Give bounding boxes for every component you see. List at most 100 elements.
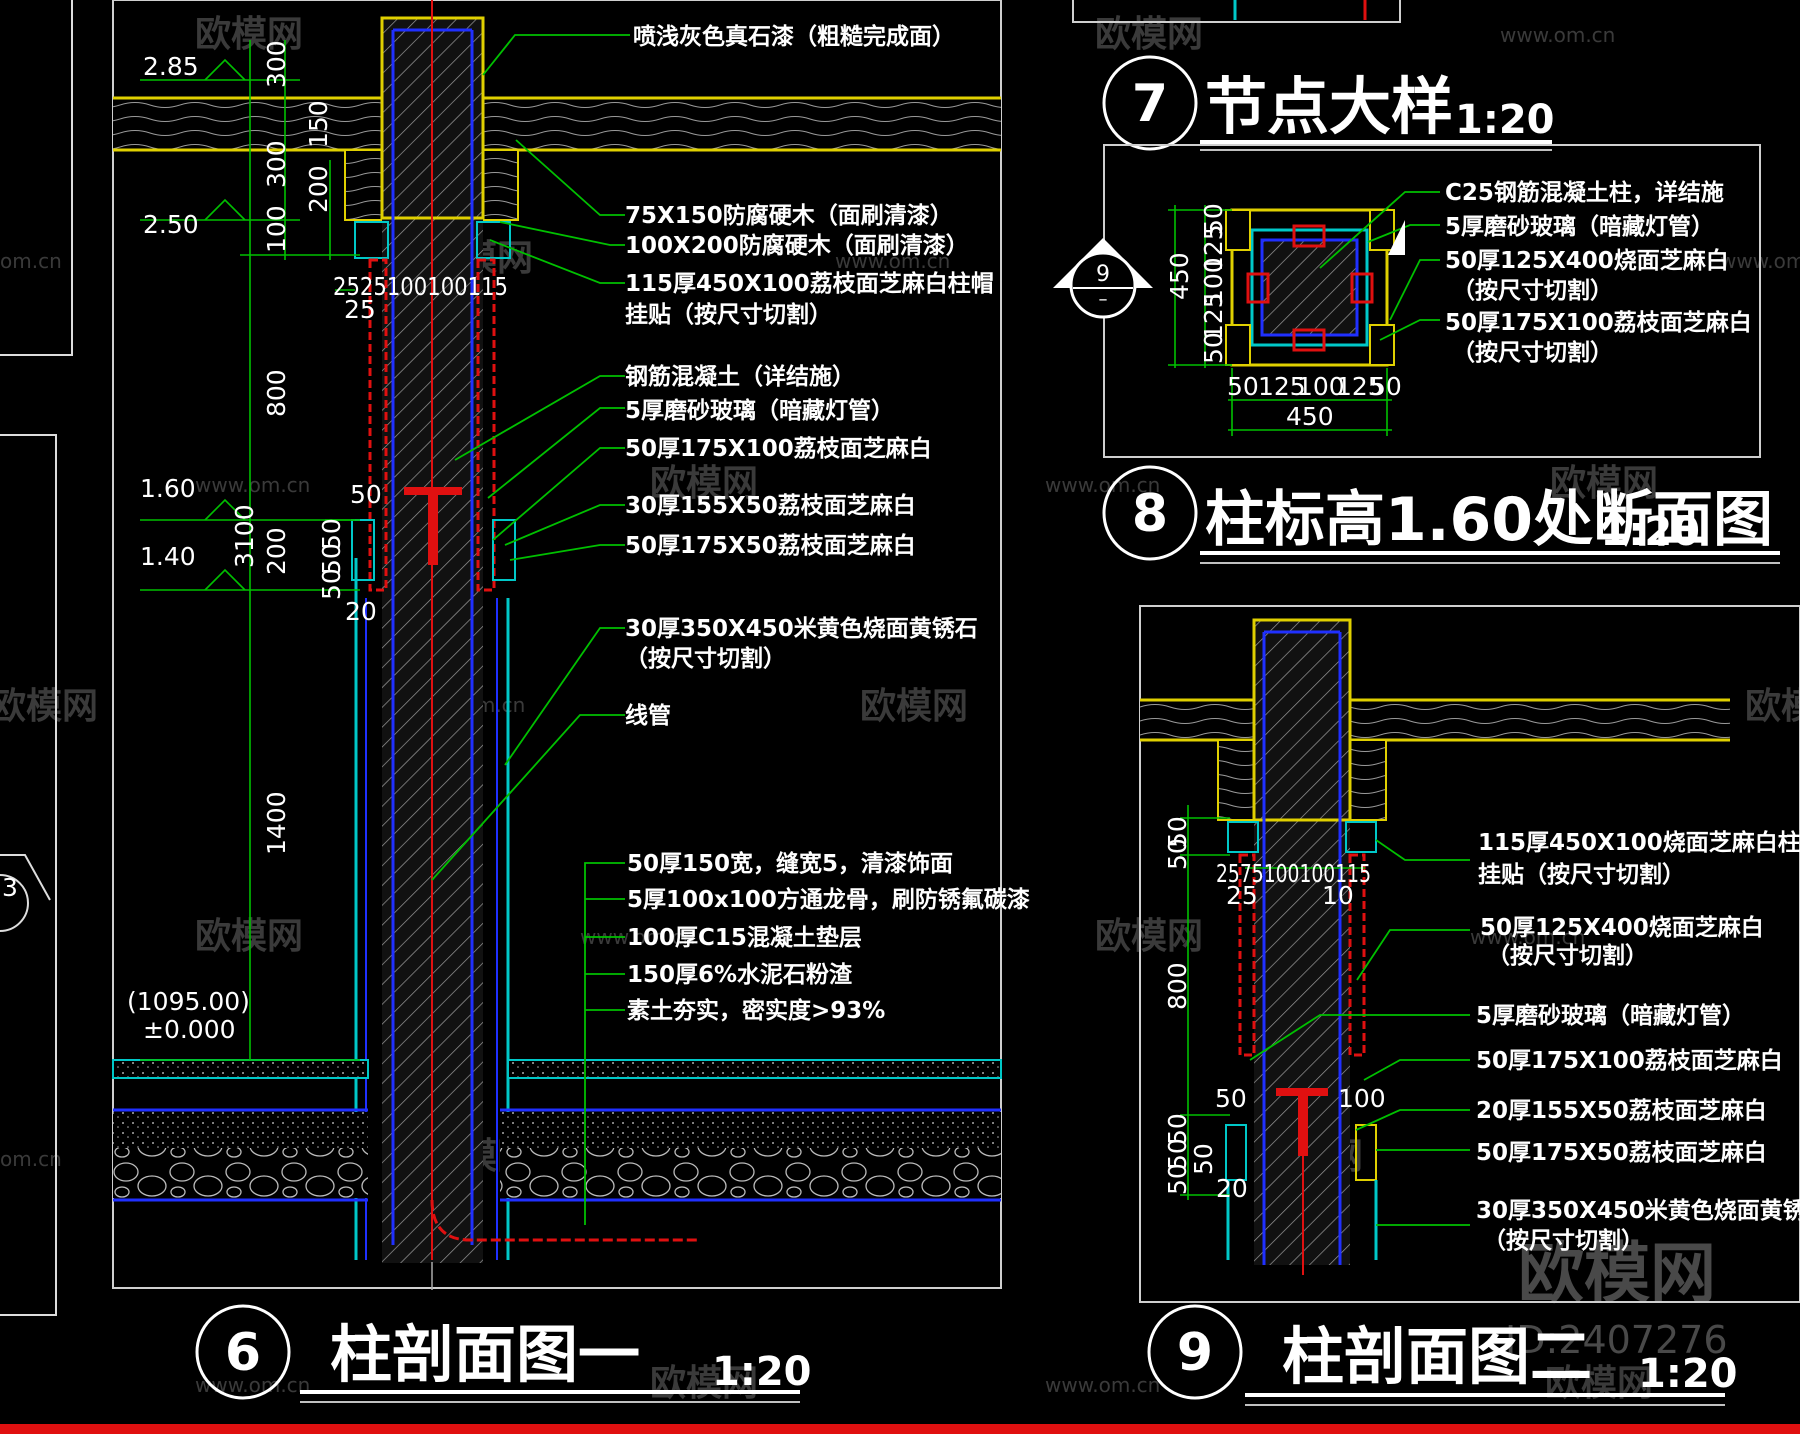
annotation-text: 5厚100x100方通龙骨，刷防锈氟碳漆 bbox=[627, 886, 1030, 913]
annotation-text: 5厚磨砂玻璃（暗藏灯管） bbox=[1445, 213, 1714, 240]
dim-text: 50 bbox=[317, 518, 346, 550]
watermark-url: om.cn bbox=[0, 249, 62, 273]
dim-text: 450 bbox=[1165, 252, 1194, 300]
annotation-text: 50厚175X100荔枝面芝麻白 bbox=[625, 435, 932, 462]
detail-scale: 1:20 bbox=[712, 1349, 812, 1395]
dim-text: 200 bbox=[262, 527, 291, 575]
annotation-text: 50厚175X50荔枝面芝麻白 bbox=[1476, 1139, 1767, 1166]
column-plan bbox=[1225, 208, 1395, 367]
detail-scale: 1:20 bbox=[1455, 97, 1555, 143]
watermark-url: www.om.cn bbox=[1470, 925, 1585, 949]
dim-text: 100 bbox=[1338, 1084, 1386, 1113]
dim-text: 300 bbox=[262, 40, 291, 88]
dim-text: 100 bbox=[1297, 372, 1345, 401]
dim-text: 300 bbox=[262, 140, 291, 188]
detail-scale: 1:20 bbox=[1638, 1351, 1738, 1397]
detail-title: 柱剖面图二 bbox=[1282, 1320, 1592, 1393]
watermark-brand: 欧模网 bbox=[195, 916, 303, 957]
svg-text:–: – bbox=[1099, 289, 1108, 310]
wood-deck bbox=[113, 98, 1001, 150]
dim-text: 800 bbox=[1163, 962, 1192, 1010]
watermark-url: www.om.cn bbox=[1045, 473, 1160, 497]
detail-title: 柱剖面图一 bbox=[330, 1318, 640, 1391]
dim-text: 150 bbox=[304, 100, 333, 148]
annotation-text: 50厚125X400烧面芝麻白 bbox=[1480, 914, 1764, 941]
annotation-text: 50厚175X50荔枝面芝麻白 bbox=[625, 532, 916, 559]
detail-number-circle bbox=[195, 1304, 291, 1400]
annotation-text: 50厚175X100荔枝面芝麻白 bbox=[1476, 1047, 1783, 1074]
dim-text: 20 bbox=[345, 597, 377, 626]
watermark-brand: 欧模网 bbox=[1545, 1363, 1653, 1404]
left-edge-fragments: 3 bbox=[0, 0, 73, 1316]
detail-number-circle bbox=[1102, 465, 1198, 561]
annotation-text: （按尺寸切割） bbox=[1452, 339, 1613, 366]
watermark-url: www.om.cn bbox=[1045, 1373, 1160, 1397]
watermark-id: ID:2407276 bbox=[1505, 1318, 1728, 1362]
watermark-url: om.cn bbox=[0, 1147, 62, 1171]
detail-title: 节点大样 bbox=[1205, 70, 1453, 143]
dim-text: 50 bbox=[1227, 372, 1259, 401]
detail-9-frame bbox=[1139, 605, 1800, 1303]
detail-6-frame bbox=[112, 0, 1002, 1289]
side-marker-number: 3 bbox=[2, 873, 18, 902]
dim-text: 50 bbox=[1199, 332, 1228, 364]
dim-text: 125 bbox=[1199, 292, 1228, 340]
annotation-text: 挂贴（按尺寸切割） bbox=[1478, 861, 1685, 888]
annotation-text: 30厚350X450米黄色烧面黄锈石 bbox=[625, 615, 978, 642]
watermark-brand: 欧模网 bbox=[1095, 14, 1203, 55]
annotation-text: 钢筋混凝土（详结施） bbox=[625, 363, 855, 390]
watermark-url: www.om.cn bbox=[195, 1373, 310, 1397]
detail-number-circle bbox=[1102, 55, 1198, 151]
dim-text: 100 bbox=[1199, 257, 1228, 305]
elevation-label: (1095.00) bbox=[127, 987, 250, 1016]
dim-text: 50 bbox=[1189, 1143, 1218, 1175]
dim-text: 3100 bbox=[230, 504, 259, 568]
annotation-text: 50厚150宽，缝宽5，清漆饰面 bbox=[627, 850, 953, 877]
annotation-text: 30厚350X450米黄色烧面黄锈石 bbox=[1476, 1197, 1800, 1224]
annotation-text: （按尺寸切割） bbox=[1452, 277, 1613, 304]
annotation-text: 素土夯实，密实度>93% bbox=[627, 997, 885, 1024]
section-marker: 9 – bbox=[1053, 238, 1153, 319]
annotation-text: 50厚175X100荔枝面芝麻白 bbox=[1445, 309, 1752, 336]
dim-text: 50 bbox=[1163, 1163, 1192, 1195]
annotation-text: 115厚450X100烧面芝麻白柱帽 bbox=[1478, 829, 1800, 856]
annotation-text: 5厚磨砂玻璃（暗藏灯管） bbox=[625, 397, 894, 424]
annotation-text: 100厚C15混凝土垫层 bbox=[627, 924, 862, 951]
elevation-label: ±0.000 bbox=[143, 1015, 236, 1044]
watermark-brand: 欧模网 bbox=[1550, 463, 1658, 504]
annotation-text: 100X200防腐硬木（面刷清漆） bbox=[625, 232, 969, 259]
annotation-text: 20厚155X50荔枝面芝麻白 bbox=[1476, 1097, 1767, 1124]
detail-number: 7 bbox=[1132, 74, 1168, 134]
dim-text: 50 bbox=[350, 480, 382, 509]
watermark-large: 欧模网 bbox=[1518, 1235, 1716, 1312]
dim-text: 25 bbox=[1226, 881, 1258, 910]
dim-text: 2575100100115 bbox=[1216, 859, 1371, 888]
watermark-brand: 欧模网 bbox=[0, 686, 98, 727]
elevation-label: 2.85 bbox=[143, 52, 199, 81]
annotation-text: 挂贴（按尺寸切割） bbox=[625, 301, 832, 328]
annotation-text: 5厚磨砂玻璃（暗藏灯管） bbox=[1476, 1002, 1745, 1029]
dim-text: 50 bbox=[317, 568, 346, 600]
watermark-brand: 欧模网 bbox=[860, 686, 968, 727]
detail-number: 8 bbox=[1132, 484, 1168, 544]
annotation-text: （按尺寸切割） bbox=[1487, 942, 1648, 969]
detail-8: 8 柱标高1.60处断面图 1:20 bbox=[1102, 465, 1780, 564]
annotation-text: 喷浅灰色真石漆（粗糙完成面） bbox=[633, 23, 955, 50]
annotation-text: （按尺寸切割） bbox=[625, 645, 786, 672]
dim-text: 10 bbox=[1322, 881, 1354, 910]
dim-text: 50 bbox=[1163, 1138, 1192, 1170]
watermark-brand: 欧模网 bbox=[1095, 916, 1203, 957]
dim-text: 800 bbox=[262, 369, 291, 417]
detail-scale: 1:20 bbox=[1601, 509, 1701, 555]
annotation-text: 50厚125X400烧面芝麻白 bbox=[1445, 247, 1729, 274]
annotation-text: 线管 bbox=[625, 702, 671, 729]
elevation-label: 1.60 bbox=[140, 474, 196, 503]
detail-number-circle bbox=[1147, 1304, 1243, 1400]
elevation-label: 1.40 bbox=[140, 542, 196, 571]
watermark-url: www.om.cn bbox=[835, 249, 950, 273]
annotation-text: C25钢筋混凝土柱，详结施 bbox=[1445, 179, 1724, 206]
dim-text: 50 bbox=[1163, 838, 1192, 870]
detail-7: 7 节点大样 1:20 9 – bbox=[1053, 0, 1761, 458]
dim-text: 125 bbox=[1336, 372, 1384, 401]
